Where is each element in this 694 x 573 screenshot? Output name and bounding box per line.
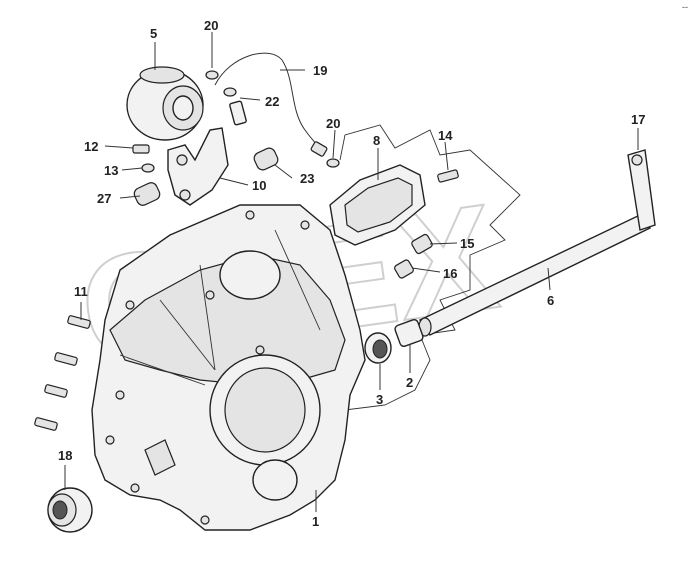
callout-19: 19 xyxy=(313,63,327,78)
callout-27: 27 xyxy=(97,191,111,206)
pipe-fitting xyxy=(310,141,328,157)
screw-part-14 xyxy=(437,169,459,183)
callout-16: 16 xyxy=(443,266,457,281)
leader-lines xyxy=(64,32,639,512)
release-bearing-part xyxy=(126,66,204,141)
fitting-part-15 xyxy=(411,233,433,255)
washer-part-right xyxy=(326,158,340,168)
nut-part-13 xyxy=(141,163,155,173)
callout-20-right: 20 xyxy=(326,116,340,131)
callout-23: 23 xyxy=(300,171,314,186)
callout-6: 6 xyxy=(547,293,554,308)
callout-15: 15 xyxy=(460,236,474,251)
callout-8: 8 xyxy=(373,133,380,148)
lever-part xyxy=(627,149,656,231)
callout-3: 3 xyxy=(376,392,383,407)
seal-part xyxy=(364,332,392,364)
callout-10: 10 xyxy=(252,178,266,193)
bolt-part-22 xyxy=(223,87,247,126)
pipe-part xyxy=(214,52,321,151)
group-outline xyxy=(319,124,521,411)
spring-part-23 xyxy=(253,147,279,171)
bolts-part-11 xyxy=(34,315,91,431)
callout-18: 18 xyxy=(58,448,72,463)
callout-2: 2 xyxy=(406,375,413,390)
fork-part xyxy=(167,127,229,206)
bearing-part-18 xyxy=(47,487,93,533)
cover-part xyxy=(329,164,426,246)
callout-12: 12 xyxy=(84,139,98,154)
callout-22: 22 xyxy=(265,94,279,109)
callout-17: 17 xyxy=(631,112,645,127)
callout-14: 14 xyxy=(438,128,453,143)
shaft-part xyxy=(418,214,652,337)
spring-part-27 xyxy=(133,182,161,206)
bush-part xyxy=(394,318,424,348)
callout-11: 11 xyxy=(74,284,88,299)
callouts: 5 20 19 22 20 8 14 17 12 13 27 10 23 15 … xyxy=(58,18,645,529)
callout-5: 5 xyxy=(150,26,157,41)
callout-13: 13 xyxy=(104,163,118,178)
housing-part xyxy=(91,204,366,531)
fitting-part-16 xyxy=(394,259,414,279)
washer-part-top xyxy=(205,70,219,80)
corner-mark: -- xyxy=(682,2,688,12)
callout-1: 1 xyxy=(312,514,319,529)
bolt-part-12 xyxy=(132,144,150,154)
callout-20-top: 20 xyxy=(204,18,218,33)
